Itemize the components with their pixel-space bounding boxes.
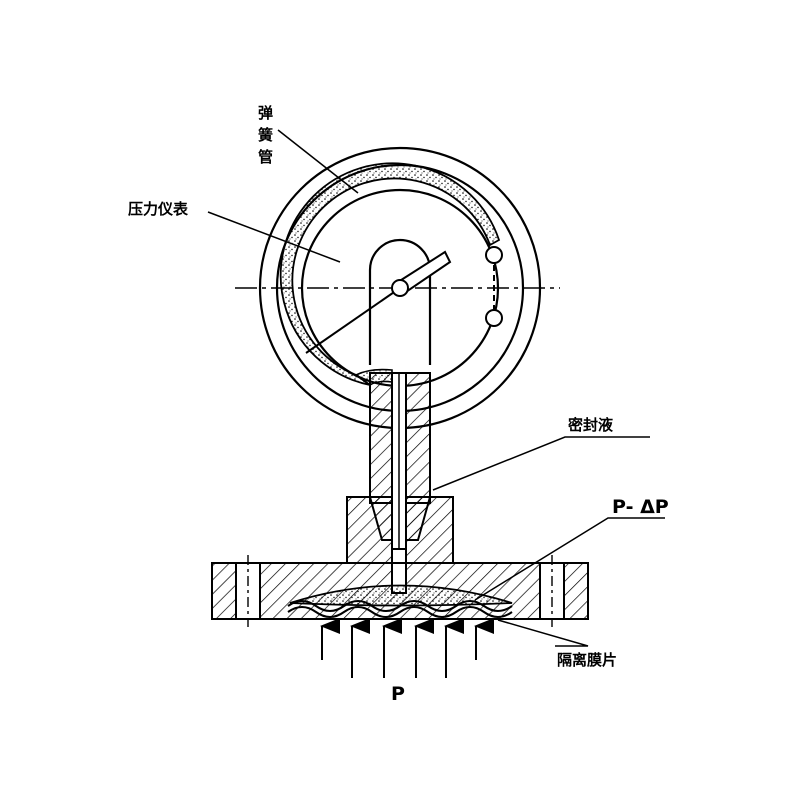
seal-fluid-label: 密封液 [568,416,614,434]
bourdon-tube [279,162,501,386]
process-pressure-label: P [391,683,405,705]
gauge-stem [346,372,454,580]
pressure-arrows [320,618,494,678]
pointer-pivot [391,279,409,297]
flange-base [211,555,589,627]
bourdon-tube-label-2: 簧 [258,126,273,144]
gauge-pointer [305,250,452,354]
pressure-drop-label: P- ΔP [612,496,669,518]
pressure-gauge-label: 压力仪表 [128,200,189,218]
link-pivot-lower [485,309,503,327]
seal-fluid-chamber [289,584,513,607]
bourdon-tube-label-1: 弹 [258,104,273,122]
link-mechanism [485,246,503,327]
isolation-diaphragm-label: 隔离膜片 [557,651,617,669]
leader-lines [207,129,665,647]
gauge-center-slot [368,238,432,365]
bourdon-tube-label-3: 管 [258,148,273,166]
link-pivot-upper [485,246,503,264]
